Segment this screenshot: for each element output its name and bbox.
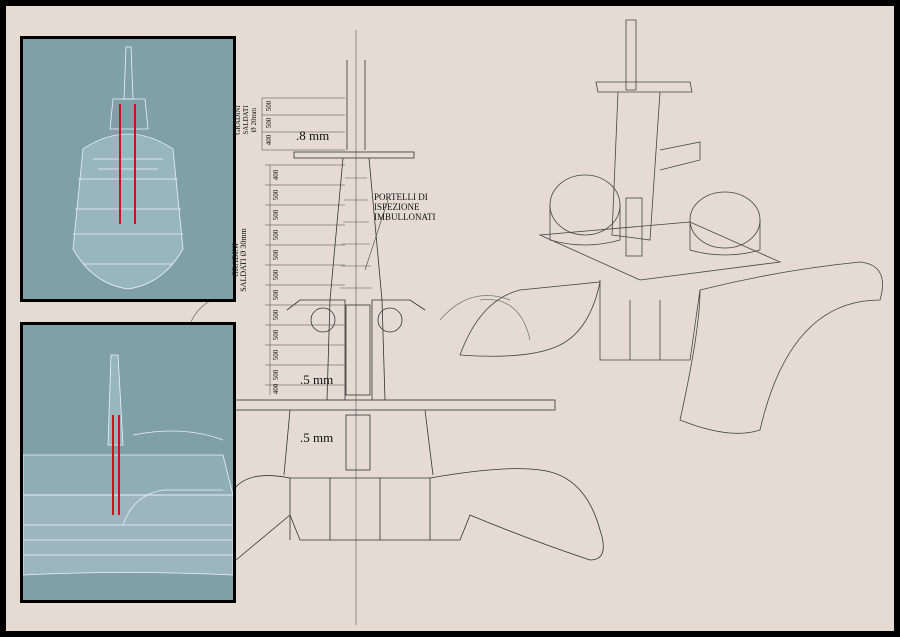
thickness-label-top: .8 mm: [296, 128, 330, 143]
lower-ladder: [345, 414, 371, 471]
dimension-chain: [261, 97, 345, 395]
lower-steps-label: GRADINI SALDATI Ø 30mm: [231, 210, 248, 310]
thickness-label-mid: .5 mm: [300, 372, 334, 387]
base-fairing: [228, 468, 604, 561]
dim-lower-2: 500: [272, 209, 280, 221]
right-antenna-dome: [377, 307, 403, 333]
side-view-render: [20, 322, 236, 603]
inspection-hatches-note: PORTELLI DI ISPEZIONE IMBULLONATI: [374, 192, 436, 222]
dim-lower-11: 400: [272, 383, 280, 395]
dim-upper-2: 400: [265, 134, 273, 146]
mast-top-pole: [346, 60, 366, 150]
left-antenna-dome: [310, 307, 336, 333]
upper-steps-line-2: SALDATI: [242, 105, 250, 135]
note-line-1: PORTELLI DI: [374, 192, 428, 202]
note-line-2: ISPEZIONE: [374, 202, 420, 212]
perspective-mast: [439, 19, 883, 434]
thickness-label-low: .5 mm: [300, 430, 334, 445]
dim-lower-9: 500: [272, 349, 280, 361]
lower-steps-line-2: SALDATI Ø 30mm: [239, 228, 248, 292]
note-leader: [364, 199, 389, 271]
mast-steps: [340, 177, 372, 289]
dim-upper-0: 500: [265, 100, 273, 112]
upper-steps-label: GRADINI SALDATI Ø 20mm: [234, 90, 258, 150]
dim-lower-3: 500: [272, 229, 280, 241]
lower-trunk: [283, 409, 434, 476]
dim-lower-1: 500: [272, 189, 280, 201]
note-line-3: IMBULLONATI: [374, 212, 436, 222]
dim-lower-6: 500: [272, 289, 280, 301]
dim-upper-1: 500: [265, 117, 273, 129]
upper-ladder: [345, 304, 371, 396]
upper-steps-line-3: Ø 20mm: [250, 107, 258, 133]
front-view-render: [20, 36, 236, 302]
dim-lower-8: 500: [272, 329, 280, 341]
dim-lower-7: 500: [272, 309, 280, 321]
upper-steps-line-1: GRADINI: [234, 105, 242, 135]
dim-lower-0: 400: [272, 169, 280, 181]
dim-lower-4: 500: [272, 249, 280, 261]
dim-lower-5: 500: [272, 269, 280, 281]
upper-crossbar: [293, 151, 415, 159]
